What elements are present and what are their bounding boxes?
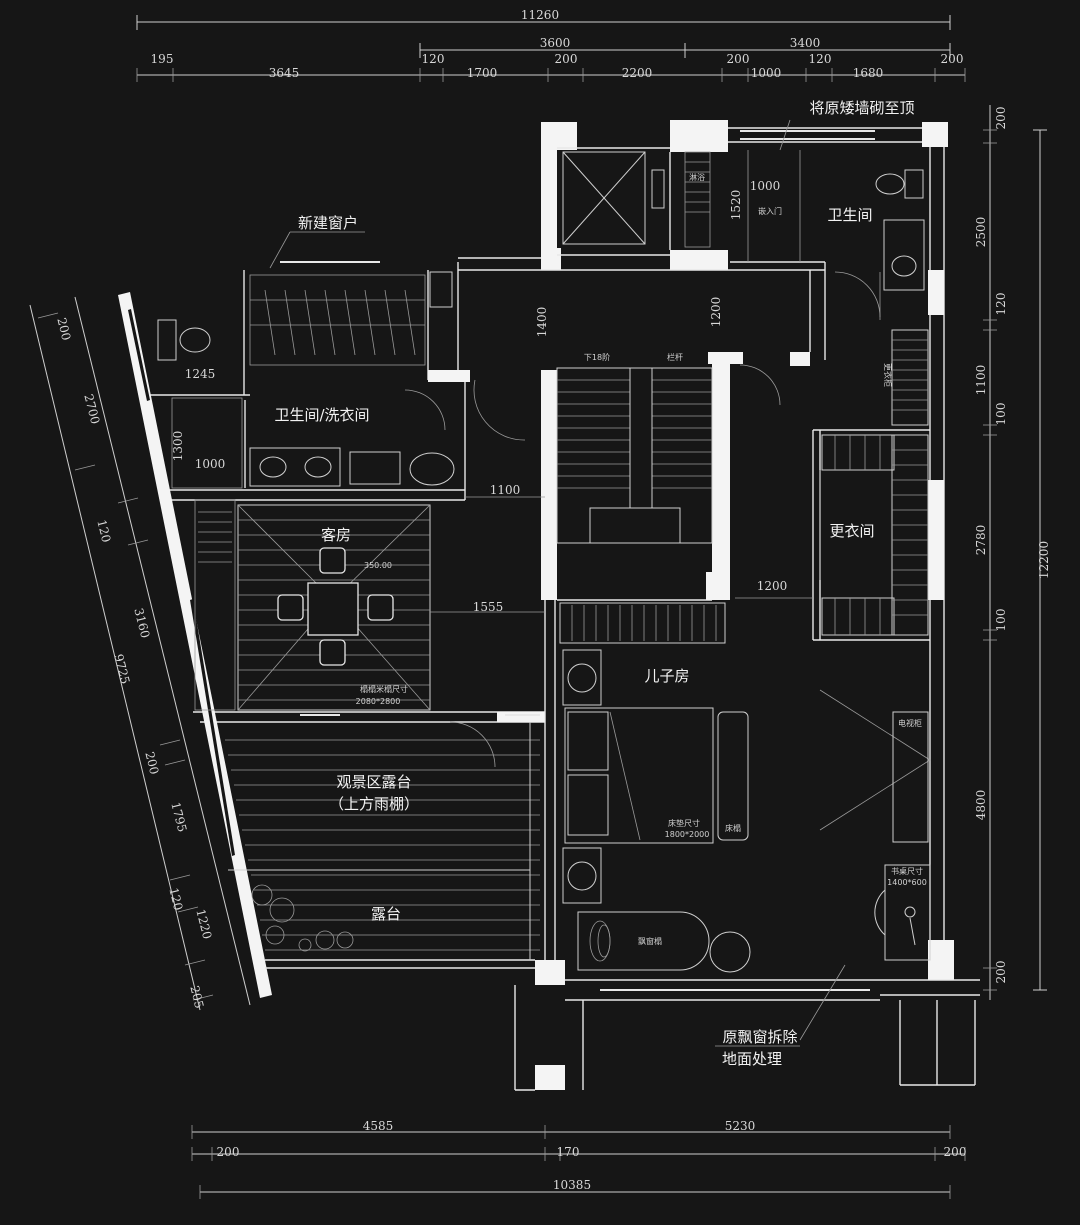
dim-left-9: 205: [187, 984, 206, 1010]
dim-left-7: 120: [166, 886, 185, 912]
dim-right-3: 120: [994, 293, 1008, 316]
label-window-seat: 飘窗榻: [638, 936, 662, 946]
room-label-bathroom: 卫生间: [827, 206, 872, 224]
dim-top-total: 11260: [521, 8, 559, 22]
fixtures: [157, 130, 931, 991]
dim-int-2: 1520: [729, 190, 743, 221]
room-label-son-room: 儿子房: [644, 667, 689, 685]
room-label-viewing-terrace-note: （上方雨棚）: [329, 795, 419, 813]
label-shower: 淋浴: [689, 172, 705, 182]
dim-int-7: 1000: [195, 457, 226, 471]
label-desk-size: 书桌尺寸: [891, 866, 923, 876]
room-label-terrace: 露台: [371, 905, 401, 923]
dim-left-5: 200: [142, 750, 161, 776]
dim-bottom-row-1: 200: [217, 1145, 240, 1159]
dim-top-row-8: 1000: [751, 66, 782, 80]
dim-int-10: 1200: [757, 579, 788, 593]
dim-top-row-5: 200: [555, 52, 578, 66]
room-label-bathroom-closet: 卫生间/洗衣间: [274, 406, 369, 424]
dim-right-8: 4800: [974, 790, 988, 821]
interior-dimensions: 1000 1520 1400 1200 1245 1300 1000 1100 …: [171, 179, 787, 614]
label-wardrobe-v: 更衣柜: [883, 363, 893, 387]
dim-top-row-4: 1700: [467, 66, 498, 80]
label-desk-dims: 1400*600: [887, 878, 927, 887]
room-label-viewing-terrace: 观景区露台: [336, 773, 411, 791]
annotation-wall-to-ceiling: 将原矮墙砌至顶: [809, 99, 914, 117]
dim-right-1: 200: [994, 107, 1008, 130]
dim-bottom-row-2: 170: [557, 1145, 580, 1159]
dim-right-5: 100: [994, 403, 1008, 426]
dim-int-6: 1300: [171, 431, 185, 462]
label-handrail: 栏杆: [667, 352, 683, 362]
dim-bottom-mid-2: 5230: [725, 1119, 756, 1133]
dim-left-3: 120: [94, 518, 113, 544]
annotations: 将原矮墙砌至顶 新建窗户 原飘窗拆除 地面处理: [269, 99, 915, 1068]
dim-int-3: 1400: [535, 307, 549, 338]
dim-int-9: 1555: [473, 600, 504, 614]
dim-right-4: 1100: [974, 365, 988, 396]
label-table-dims: 350.00: [364, 561, 392, 570]
dim-right-total: 12200: [1037, 541, 1051, 579]
dim-int-8: 1100: [490, 483, 521, 497]
plant-icon: [251, 884, 354, 952]
dim-top-row-9: 120: [809, 52, 832, 66]
dim-left-1: 200: [54, 316, 73, 342]
room-label-guest-room: 客房: [321, 526, 351, 544]
top-dimensions: 11260 3600 3400 195 3645 120 1700 200 22…: [136, 8, 966, 82]
label-stair-down: 下18阶: [584, 352, 610, 362]
dim-int-5: 1245: [185, 367, 216, 381]
dim-top-row-6: 2200: [622, 66, 653, 80]
dim-right-2: 2500: [974, 217, 988, 248]
dim-right-9: 200: [994, 961, 1008, 984]
dim-top-row-10: 1680: [853, 66, 884, 80]
dim-top-mid-1: 3600: [540, 36, 571, 50]
right-dimensions: 200 2500 120 1100 100 2780 100 4800 200 …: [974, 105, 1051, 1000]
label-bed-bench: 床榻: [725, 823, 741, 833]
label-guest-bed-dims: 2080*2800: [356, 697, 401, 706]
dim-top-row-7: 200: [727, 52, 750, 66]
dim-top-row-3: 120: [422, 52, 445, 66]
annotation-bay-window: 原飘窗拆除: [722, 1028, 797, 1046]
dim-top-mid-2: 3400: [790, 36, 821, 50]
dim-top-row-2: 3645: [269, 66, 300, 80]
bottom-dimensions: 4585 5230 200 170 200 10385: [191, 1119, 967, 1199]
label-guest-bed-size: 榻榻米榻尺寸: [360, 684, 408, 694]
label-built-in: 嵌入门: [758, 206, 782, 216]
annotation-floor-treatment: 地面处理: [722, 1050, 782, 1068]
dim-bottom-total: 10385: [553, 1178, 591, 1192]
room-label-dressing-room: 更衣间: [829, 522, 874, 540]
small-labels: 下18阶 栏杆 床垫尺寸 1800*2000 床榻 电视柜 书桌尺寸 1400*…: [356, 172, 927, 946]
room-labels: 卫生间 卫生间/洗衣间 客房 更衣间 儿子房 观景区露台 （上方雨棚） 露台: [274, 206, 874, 923]
dim-bottom-row-3: 200: [944, 1145, 967, 1159]
label-bed-dims: 1800*2000: [665, 830, 710, 839]
dim-right-6: 2780: [974, 525, 988, 556]
label-bed-size: 床垫尺寸: [668, 818, 700, 828]
dim-int-4: 1200: [709, 297, 723, 328]
dim-int-1: 1000: [750, 179, 781, 193]
dim-right-7: 100: [994, 609, 1008, 632]
annotation-new-window: 新建窗户: [298, 214, 358, 232]
dim-bottom-mid-1: 4585: [363, 1119, 394, 1133]
dim-top-row-1: 195: [151, 52, 174, 66]
label-tv-cabinet: 电视柜: [898, 718, 922, 728]
dim-top-row-11: 200: [941, 52, 964, 66]
